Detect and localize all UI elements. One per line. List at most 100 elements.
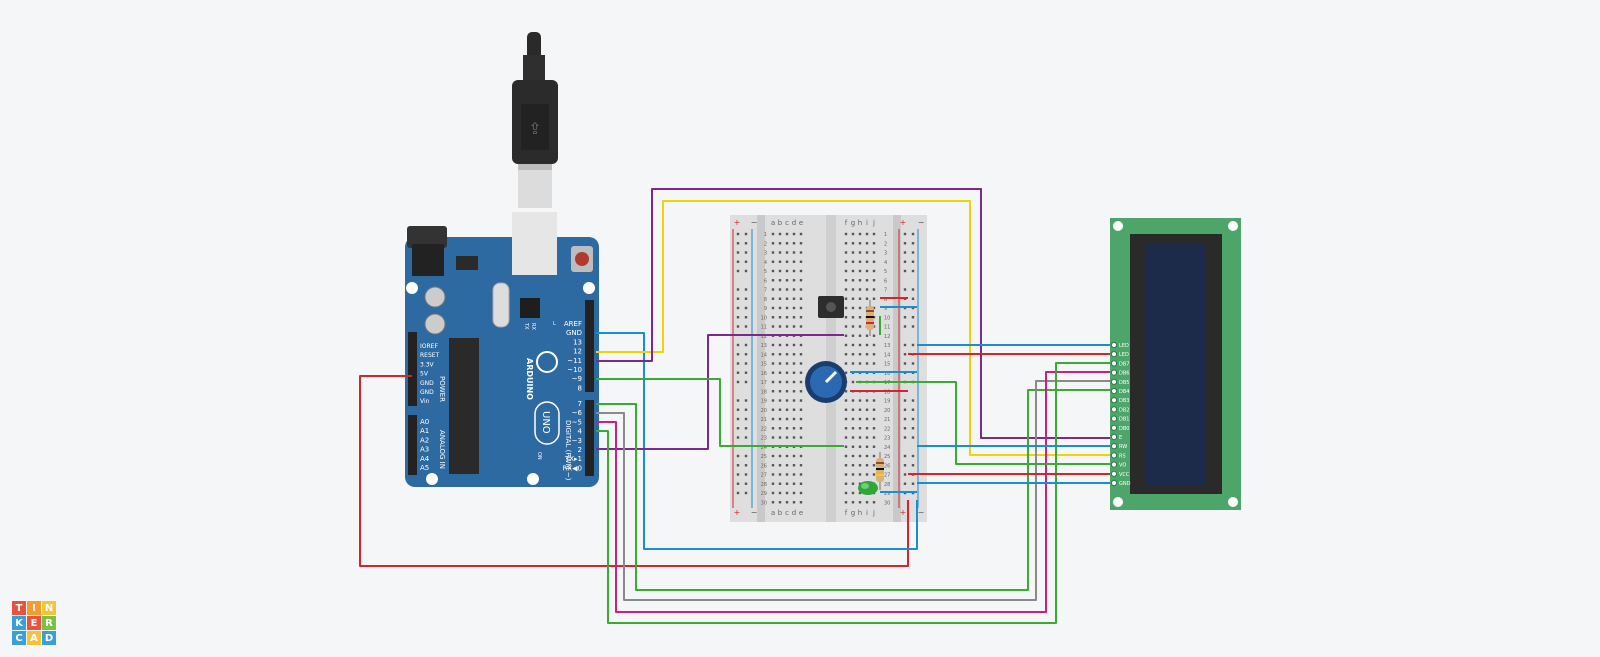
breadboard-hole[interactable] (844, 427, 848, 430)
breadboard-hole[interactable] (792, 251, 796, 254)
breadboard-hole[interactable] (785, 427, 789, 430)
breadboard-hole[interactable] (792, 399, 796, 402)
breadboard-hole[interactable] (851, 334, 855, 337)
breadboard-hole[interactable] (792, 232, 796, 236)
breadboard-hole[interactable] (865, 464, 869, 467)
breadboard-hole[interactable] (792, 380, 796, 384)
wire-pin4-green[interactable] (596, 362, 1110, 624)
breadboard-hole[interactable] (771, 501, 775, 504)
rail-hole[interactable] (911, 269, 915, 273)
rail-hole[interactable] (744, 473, 748, 476)
breadboard-hole[interactable] (865, 288, 869, 291)
breadboard-hole[interactable] (844, 353, 848, 356)
breadboard-hole[interactable] (778, 482, 782, 485)
lcd-16x2-display[interactable]: LEDLEDDB7DB6DB5DB4DB3DB2DB1DB0ERWRSVOVCC… (1110, 218, 1241, 510)
breadboard-hole[interactable] (872, 427, 876, 430)
breadboard-hole[interactable] (785, 390, 789, 393)
breadboard-hole[interactable] (778, 491, 782, 495)
breadboard-hole[interactable] (858, 279, 862, 282)
breadboard-hole[interactable] (785, 491, 789, 495)
breadboard-hole[interactable] (872, 473, 876, 476)
wire-pin11-purple[interactable] (596, 188, 1110, 439)
breadboard-hole[interactable] (799, 251, 803, 254)
breadboard-hole[interactable] (872, 242, 876, 245)
rail-hole[interactable] (744, 297, 748, 300)
breadboard-hole[interactable] (785, 501, 789, 504)
breadboard-hole[interactable] (851, 232, 855, 236)
breadboard-hole[interactable] (799, 371, 803, 374)
breadboard-hole[interactable] (799, 427, 803, 430)
breadboard-hole[interactable] (799, 408, 803, 411)
breadboard-hole[interactable] (858, 343, 862, 347)
breadboard-hole[interactable] (851, 473, 855, 476)
rail-hole[interactable] (736, 362, 740, 365)
breadboard-hole[interactable] (778, 316, 782, 319)
wire-gnd-blue[interactable] (596, 332, 918, 550)
breadboard-hole[interactable] (778, 353, 782, 356)
breadboard-hole[interactable] (844, 417, 848, 421)
breadboard-hole[interactable] (844, 316, 848, 319)
resistor-2[interactable] (876, 452, 884, 490)
rail-hole[interactable] (903, 251, 907, 254)
breadboard-hole[interactable] (778, 362, 782, 365)
breadboard-hole[interactable] (785, 260, 789, 263)
breadboard-hole[interactable] (851, 306, 855, 310)
breadboard-hole[interactable] (771, 232, 775, 236)
breadboard-hole[interactable] (851, 417, 855, 421)
rail-hole[interactable] (736, 232, 740, 236)
breadboard-hole[interactable] (771, 491, 775, 495)
breadboard-hole[interactable] (851, 464, 855, 467)
rail-hole[interactable] (903, 242, 907, 245)
breadboard-hole[interactable] (844, 482, 848, 485)
rail-hole[interactable] (903, 269, 907, 273)
lcd-pin[interactable] (1110, 378, 1118, 385)
breadboard-hole[interactable] (858, 242, 862, 245)
breadboard-hole[interactable] (858, 464, 862, 467)
breadboard-hole[interactable] (778, 436, 782, 439)
breadboard-hole[interactable] (799, 390, 803, 393)
rail-hole[interactable] (736, 297, 740, 300)
rail-hole[interactable] (911, 343, 915, 347)
breadboard-hole[interactable] (771, 482, 775, 485)
breadboard-hole[interactable] (778, 399, 782, 402)
breadboard-hole[interactable] (865, 334, 869, 337)
rail-hole[interactable] (736, 325, 740, 328)
breadboard-hole[interactable] (844, 251, 848, 254)
breadboard-hole[interactable] (778, 473, 782, 476)
breadboard-hole[interactable] (785, 482, 789, 485)
rail-hole[interactable] (911, 297, 915, 300)
breadboard-hole[interactable] (792, 260, 796, 263)
wire-vo-green[interactable] (856, 381, 1110, 465)
rail-hole[interactable] (744, 260, 748, 263)
rail-hole[interactable] (736, 380, 740, 384)
breadboard-hole[interactable] (785, 306, 789, 310)
usb-cable[interactable]: ⇪ (512, 32, 558, 208)
breadboard-hole[interactable] (851, 408, 855, 411)
breadboard-hole[interactable] (851, 297, 855, 300)
rail-hole[interactable] (911, 260, 915, 263)
breadboard-hole[interactable] (844, 306, 848, 310)
breadboard-hole[interactable] (799, 353, 803, 356)
breadboard-hole[interactable] (872, 334, 876, 337)
rail-hole[interactable] (744, 417, 748, 421)
rail-hole[interactable] (903, 454, 907, 458)
breadboard-hole[interactable] (844, 399, 848, 402)
breadboard-hole[interactable] (778, 390, 782, 393)
breadboard-hole[interactable] (858, 269, 862, 273)
breadboard-hole[interactable] (785, 232, 789, 236)
rail-hole[interactable] (911, 436, 915, 439)
breadboard-hole[interactable] (785, 353, 789, 356)
rail-hole[interactable] (903, 288, 907, 291)
breadboard-hole[interactable] (771, 306, 775, 310)
breadboard-hole[interactable] (792, 464, 796, 467)
breadboard-hole[interactable] (785, 473, 789, 476)
breadboard-hole[interactable] (865, 445, 869, 448)
breadboard-hole[interactable] (778, 380, 782, 384)
breadboard-hole[interactable] (771, 371, 775, 374)
breadboard-hole[interactable] (799, 288, 803, 291)
wire-pin2-purple[interactable] (596, 334, 844, 450)
breadboard-hole[interactable] (851, 316, 855, 319)
breadboard-hole[interactable] (799, 454, 803, 458)
breadboard-hole[interactable] (799, 380, 803, 384)
breadboard-hole[interactable] (858, 482, 862, 485)
